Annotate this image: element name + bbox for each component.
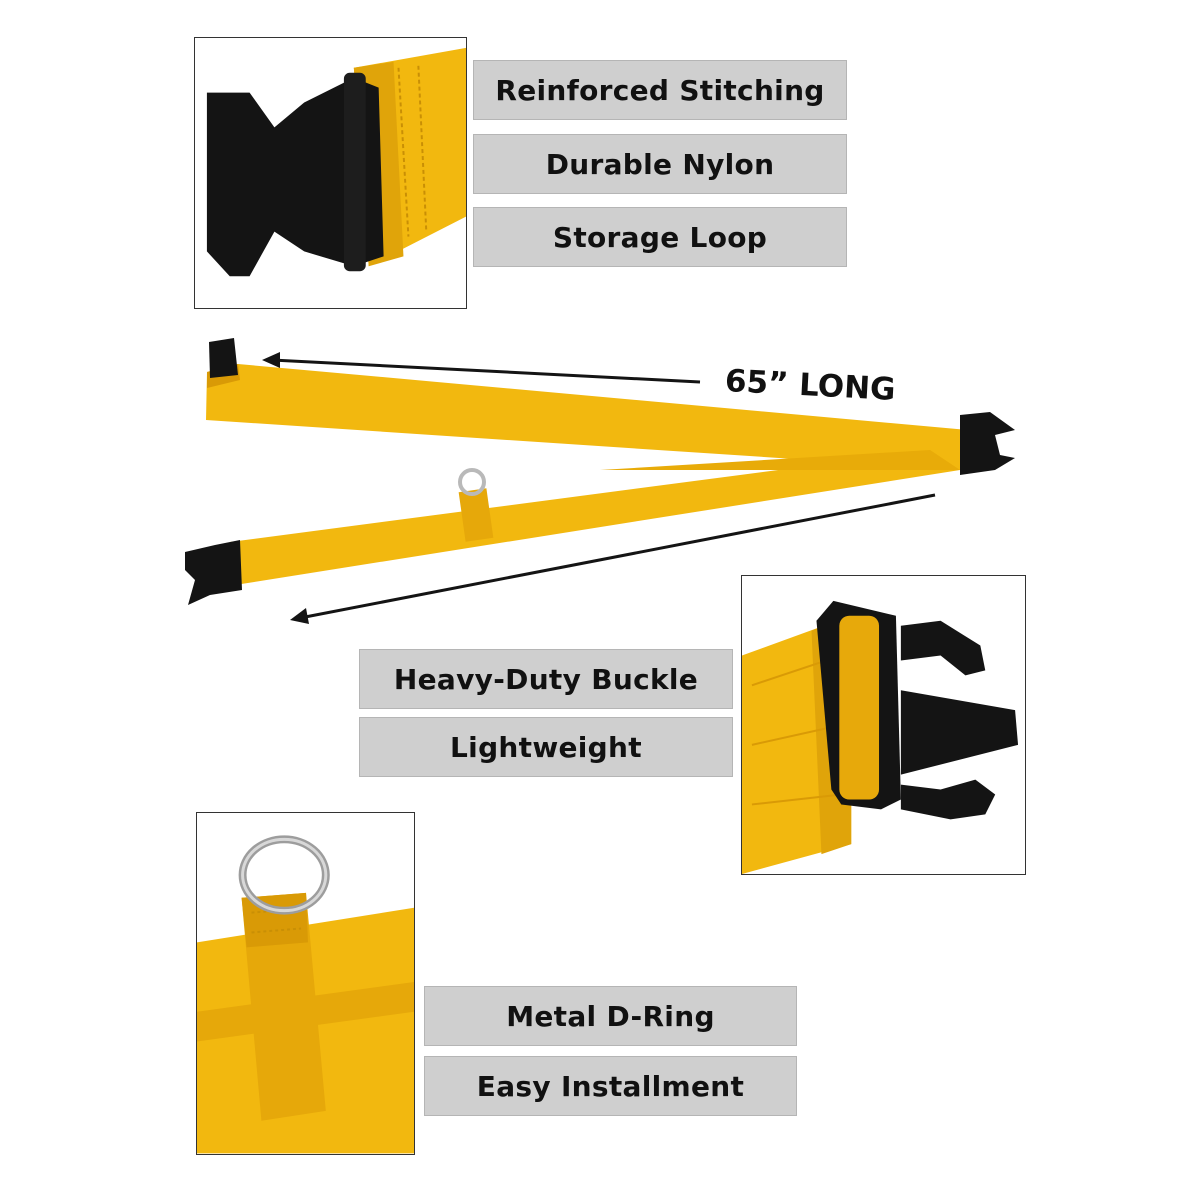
d-ring-icon bbox=[458, 468, 486, 496]
metal-d-ring-icon bbox=[197, 813, 414, 1154]
strap-diagram bbox=[185, 338, 1015, 624]
heavy-duty-buckle-icon bbox=[742, 576, 1025, 874]
buckle-stitching-icon bbox=[195, 38, 466, 308]
length-arrow-icon bbox=[271, 358, 701, 384]
upper-strap bbox=[206, 364, 968, 470]
feature-durable-nylon: Durable Nylon bbox=[473, 134, 847, 194]
feature-reinforced-stitching: Reinforced Stitching bbox=[473, 60, 847, 120]
storage-loop-tab bbox=[209, 338, 238, 378]
left-buckle-icon bbox=[185, 540, 242, 605]
feature-easy-installment: Easy Installment bbox=[424, 1056, 797, 1116]
feature-lightweight: Lightweight bbox=[359, 717, 733, 777]
length-arrow-lower-icon bbox=[299, 493, 936, 620]
buckle-closeup-photo bbox=[194, 37, 467, 309]
right-buckle-icon bbox=[960, 412, 1015, 475]
buckle-side-photo bbox=[741, 575, 1026, 875]
feature-storage-loop: Storage Loop bbox=[473, 207, 847, 267]
lower-strap bbox=[230, 450, 960, 585]
d-ring-closeup-photo bbox=[196, 812, 415, 1155]
feature-metal-d-ring: Metal D-Ring bbox=[424, 986, 797, 1046]
feature-heavy-duty-buckle: Heavy-Duty Buckle bbox=[359, 649, 733, 709]
